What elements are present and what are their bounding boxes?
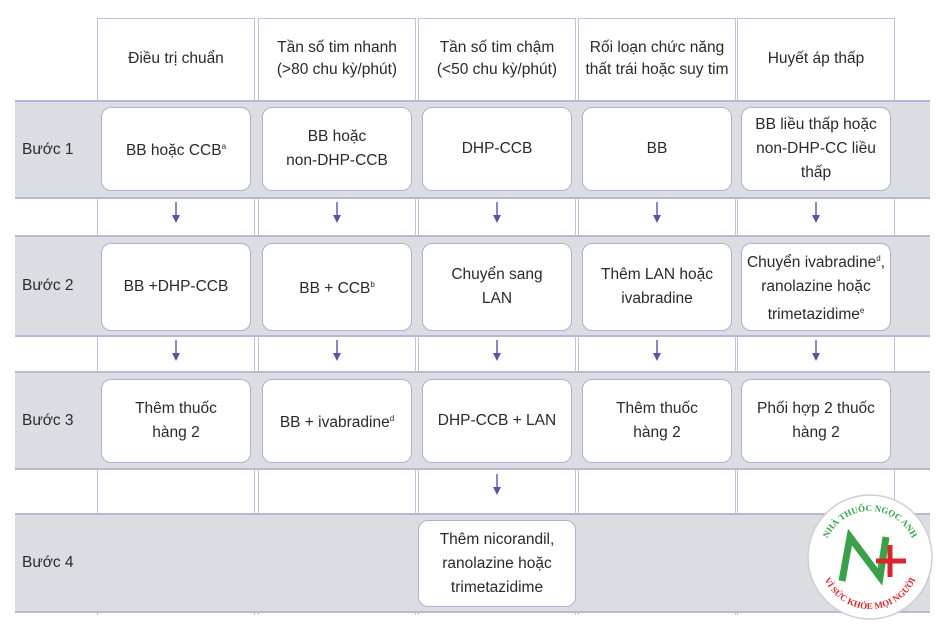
card-text: BB (646, 140, 668, 157)
arrow-down-icon (333, 202, 341, 223)
card-text-wrap: BB + ivabradined (280, 407, 394, 435)
card-text: BB +DHP-CCB (123, 278, 229, 295)
treatment-card: Thêm LAN hoặc ivabradine (582, 243, 732, 331)
arrow-down-icon (493, 340, 501, 361)
arrow-down-icon (653, 202, 661, 223)
footnote-marker: a (221, 142, 227, 151)
card-text-wrap: Thêm thuốc hàng 2 (616, 397, 698, 445)
card-text-cont: , ranolazine hoặc trimetazidime (761, 254, 886, 323)
card-text-wrap: DHP-CCB + LAN (438, 409, 556, 433)
card-text-wrap: BB hoặc CCBa (126, 135, 226, 163)
card-text-wrap: DHP-CCB (462, 137, 533, 161)
arrow-down-icon (172, 202, 180, 223)
column-header: Tần số tim nhanh (>80 chu kỳ/phút) (258, 18, 416, 98)
treatment-card: Thêm nicorandil, ranolazine hoặc trimeta… (418, 520, 576, 607)
treatment-card: Thêm thuốc hàng 2 (582, 379, 732, 463)
step-label: Bước 3 (22, 411, 74, 429)
card-text: DHP-CCB + LAN (437, 412, 557, 429)
arrow-down-icon (172, 340, 180, 361)
card-text-wrap: BB +DHP-CCB (124, 275, 229, 299)
treatment-card: BB (582, 107, 732, 191)
arrow-down-icon (812, 340, 820, 361)
treatment-card: Chuyển sang LAN (422, 243, 572, 331)
card-text: Chuyển ivabradine (746, 254, 877, 271)
card-text-wrap: Thêm LAN hoặc ivabradine (601, 263, 713, 311)
footnote-marker: e (859, 306, 865, 315)
card-text-wrap: Chuyển sang LAN (451, 263, 542, 311)
treatment-card: BB hoặc CCBa (101, 107, 251, 191)
pharmacy-logo: NHÀ THUỐC NGỌC ANH VÌ SỨC KHỎE MỌI NGƯỜI (807, 494, 933, 620)
arrow-down-icon (333, 340, 341, 361)
treatment-card: Chuyển ivabradined, ranolazine hoặc trim… (741, 243, 891, 331)
treatment-card: BB hoặc non-DHP-CCB (262, 107, 412, 191)
card-text: Thêm thuốc hàng 2 (616, 400, 698, 441)
footnote-marker: b (370, 280, 375, 289)
card-text-wrap: Thêm nicorandil, ranolazine hoặc trimeta… (440, 528, 555, 600)
column-header: Điều trị chuẩn (97, 18, 255, 98)
card-text-wrap: BB (647, 137, 668, 161)
footnote-marker: d (389, 414, 395, 423)
treatment-card: Phối hợp 2 thuốc hàng 2 (741, 379, 891, 463)
card-text: DHP-CCB (461, 140, 533, 157)
card-text: Thêm thuốc hàng 2 (135, 400, 217, 441)
treatment-card: DHP-CCB (422, 107, 572, 191)
card-text: Chuyển sang LAN (451, 266, 543, 307)
column-header: Huyết áp thấp (737, 18, 895, 98)
card-text-wrap: Chuyển ivabradined, ranolazine hoặc trim… (747, 247, 885, 327)
card-text-wrap: BB hoặc non-DHP-CCB (286, 125, 388, 173)
treatment-card: BB +DHP-CCB (101, 243, 251, 331)
treatment-card: Thêm thuốc hàng 2 (101, 379, 251, 463)
arrow-down-icon (493, 202, 501, 223)
card-text-wrap: BB + CCBb (299, 273, 375, 301)
card-text: Thêm LAN hoặc ivabradine (601, 266, 713, 307)
step-label: Bước 1 (22, 140, 74, 158)
card-text: BB liều thấp hoặc non-DHP-CC liều thấp (755, 116, 877, 181)
card-text: BB hoặc CCB (125, 142, 222, 159)
treatment-card: BB + CCBb (262, 243, 412, 331)
card-text-wrap: Thêm thuốc hàng 2 (135, 397, 217, 445)
card-text: Phối hợp 2 thuốc hàng 2 (757, 400, 875, 441)
card-text-wrap: Phối hợp 2 thuốc hàng 2 (757, 397, 875, 445)
treatment-card: BB liều thấp hoặc non-DHP-CC liều thấp (741, 107, 891, 191)
arrow-down-icon (812, 202, 820, 223)
column-header: Rối loạn chức năng thất trái hoặc suy ti… (578, 18, 736, 98)
card-text: BB hoặc non-DHP-CCB (286, 128, 388, 169)
treatment-card: BB + ivabradined (262, 379, 412, 463)
card-text: BB + CCB (299, 280, 371, 297)
footnote-marker: d (876, 254, 881, 263)
column-header: Tần số tim chậm (<50 chu kỳ/phút) (418, 18, 576, 98)
step-label: Bước 2 (22, 277, 74, 294)
card-text: BB + ivabradine (279, 414, 390, 431)
step-label: Bước 4 (22, 554, 74, 571)
arrow-down-icon (493, 474, 501, 495)
card-text: Thêm nicorandil, ranolazine hoặc trimeta… (439, 530, 555, 596)
card-text-wrap: BB liều thấp hoặc non-DHP-CC liều thấp (742, 113, 890, 185)
arrow-down-icon (653, 340, 661, 361)
treatment-card: DHP-CCB + LAN (422, 379, 572, 463)
